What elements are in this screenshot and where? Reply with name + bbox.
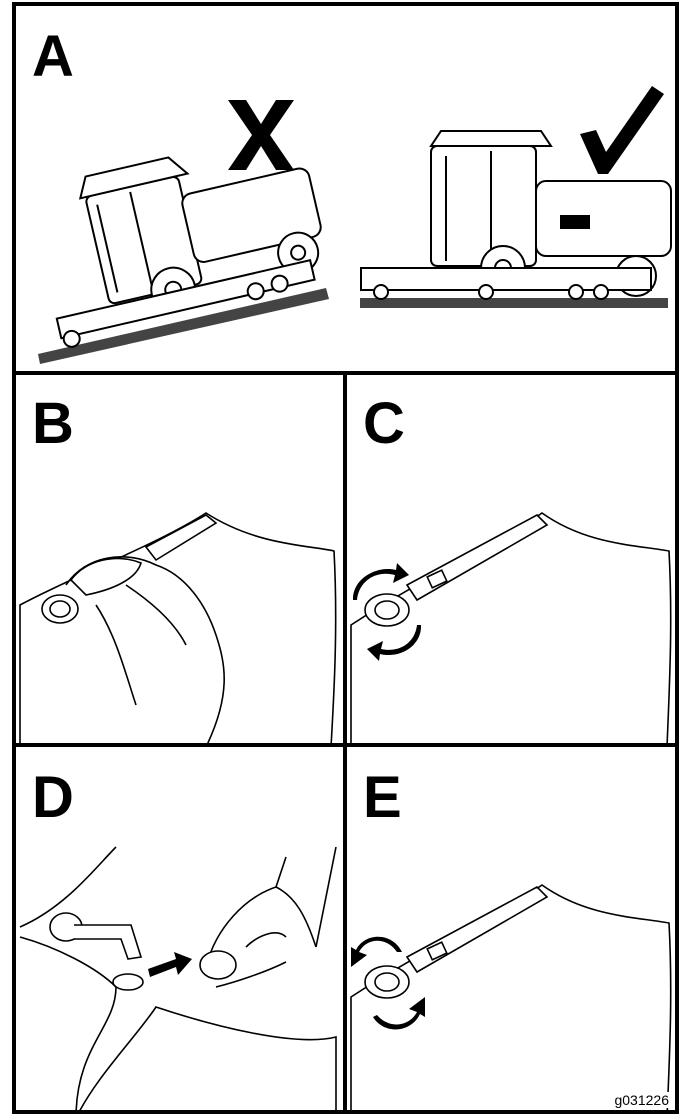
panel-c: C <box>343 371 679 747</box>
tank-outline <box>351 513 671 747</box>
level-ground <box>360 298 668 308</box>
install-cap-illustration <box>347 747 679 1114</box>
fill-cap <box>365 594 409 626</box>
tank-outline <box>351 885 671 1114</box>
check-mark-icon <box>576 82 668 177</box>
panel-d: D <box>12 743 347 1114</box>
fill-cap <box>365 966 409 998</box>
figure-id: g031226 <box>612 1092 671 1108</box>
remove-cap-illustration <box>347 375 679 747</box>
panel-b: B <box>12 371 347 747</box>
tank-outline <box>20 513 336 747</box>
x-mark-icon <box>224 96 298 174</box>
fill-cap <box>200 951 236 979</box>
machine-illustration <box>16 6 679 375</box>
fill-cap <box>42 595 78 623</box>
wipe-cap-illustration <box>16 375 347 747</box>
spout <box>74 925 141 959</box>
fill-tank-illustration <box>16 747 347 1114</box>
panel-a: A <box>12 2 679 375</box>
tank-outline <box>20 847 116 1114</box>
arrow-right-icon <box>148 952 192 977</box>
panel-e: E g031226 <box>343 743 679 1114</box>
